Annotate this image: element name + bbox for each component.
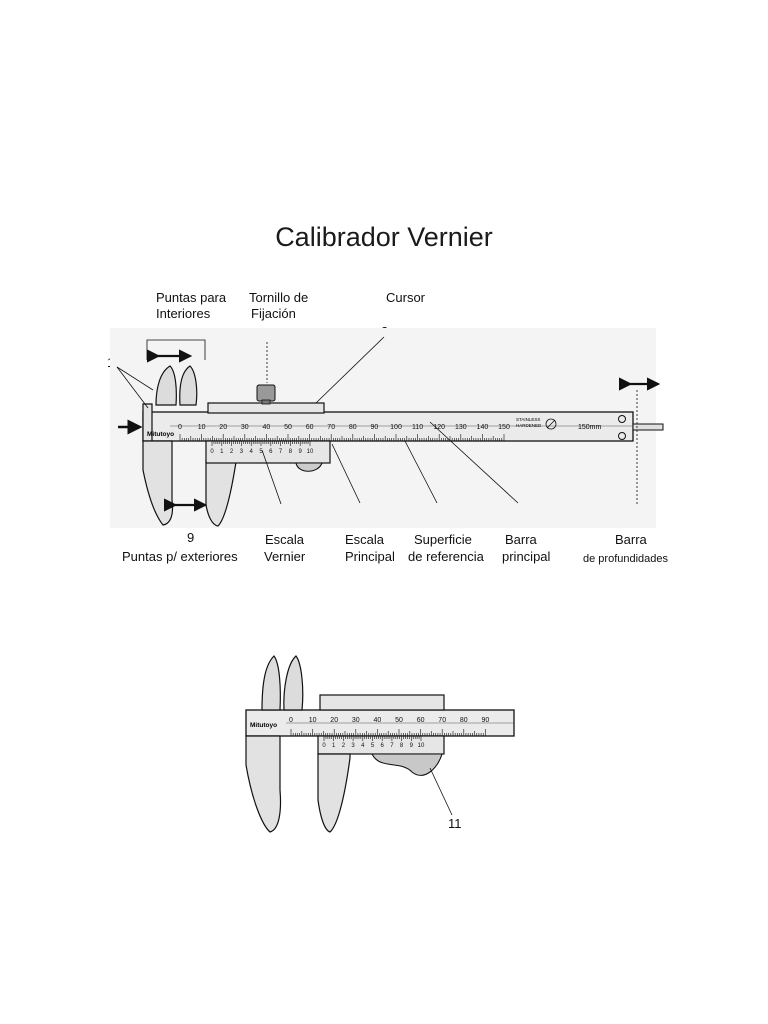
label-main-bar-line1: Barra xyxy=(505,532,537,547)
detail-outside-jaw-fixed xyxy=(245,735,282,833)
scale-number: 100 xyxy=(390,424,402,431)
label-inner-points-line2: Interiores xyxy=(156,306,211,321)
scale-number: 6 xyxy=(269,449,273,455)
steel-mark-line1: STAINLESS xyxy=(516,417,540,422)
scale-number: 60 xyxy=(417,717,425,724)
scale-number: 30 xyxy=(352,717,360,724)
brand-logo: Mitutoyo xyxy=(147,431,174,438)
screw-icon xyxy=(618,415,626,423)
scale-number: 7 xyxy=(390,743,394,749)
scale-number: 5 xyxy=(371,743,375,749)
scale-number: 20 xyxy=(219,424,227,431)
scale-number: 5 xyxy=(259,449,263,455)
inside-jaw-moving xyxy=(179,365,198,406)
scale-number: 0 xyxy=(289,717,293,724)
scale-number: 0 xyxy=(178,424,182,431)
scale-number: 130 xyxy=(455,424,467,431)
callout-9: 9 xyxy=(187,530,195,545)
scale-number: 4 xyxy=(250,449,254,455)
scale-number: 2 xyxy=(230,449,234,455)
lock-screw-icon xyxy=(256,384,276,402)
vernier-scale-ticks xyxy=(211,441,311,446)
detail-outside-jaw-moving xyxy=(317,753,351,833)
scale-number: 4 xyxy=(361,743,365,749)
label-lock-screw-line2: Fijación xyxy=(251,306,296,321)
scale-number: 0 xyxy=(322,743,326,749)
scale-number: 60 xyxy=(306,424,314,431)
scale-number: 80 xyxy=(460,717,468,724)
scale-number: 3 xyxy=(240,449,244,455)
outside-jaw-moving xyxy=(205,459,237,527)
label-outer-points: Puntas p/ exteriores xyxy=(122,549,238,564)
main-scale-ticks xyxy=(179,434,505,441)
scale-number: 9 xyxy=(299,449,303,455)
scale-number: 10 xyxy=(198,424,206,431)
detail-inside-jaw-fixed xyxy=(261,655,281,711)
scale-number: 3 xyxy=(351,743,355,749)
scale-number: 8 xyxy=(400,743,404,749)
scale-number: 1 xyxy=(220,449,224,455)
screw-icon xyxy=(618,432,626,440)
thumb-roller xyxy=(295,462,323,472)
scale-number: 10 xyxy=(309,717,317,724)
scale-number: 150 xyxy=(498,424,510,431)
label-vernier-line1: Escala xyxy=(265,532,305,547)
gauge-mark-icon xyxy=(545,418,557,430)
scale-number: 2 xyxy=(342,743,346,749)
callout-11: 11 xyxy=(448,816,462,831)
scale-number: 110 xyxy=(412,424,423,431)
scale-number: 120 xyxy=(433,424,445,431)
label-inner-points-line1: Puntas para xyxy=(156,290,227,305)
scale-number: 90 xyxy=(482,717,490,724)
label-depth-bar-line1: Barra xyxy=(615,532,647,547)
slider-bottom xyxy=(205,440,331,464)
main-beam xyxy=(142,411,634,442)
scale-number: 8 xyxy=(289,449,293,455)
scale-number: 1 xyxy=(332,743,336,749)
scale-number: 9 xyxy=(410,743,414,749)
label-slider: Cursor xyxy=(386,290,426,305)
label-vernier-line2: Vernier xyxy=(264,549,306,564)
scale-number: 10 xyxy=(418,743,425,749)
leader-lines xyxy=(116,336,519,505)
scale-number: 140 xyxy=(477,424,489,431)
main-scale-numbers: 0 10 20 30 40 50 60 70 80 90 100 110 120 130 140 150 xyxy=(178,424,510,431)
scale-number: 70 xyxy=(327,424,335,431)
scale-number: 80 xyxy=(349,424,357,431)
detail-thumb-roller xyxy=(371,753,443,776)
inside-jaw-fixed xyxy=(155,365,177,406)
scale-number: 10 xyxy=(307,449,314,455)
scale-number: 50 xyxy=(395,717,403,724)
slider-top xyxy=(207,402,325,414)
scale-number: 50 xyxy=(284,424,292,431)
bracket-1 xyxy=(146,339,206,360)
scale-number: 90 xyxy=(371,424,379,431)
label-ref-surface-line2: de referencia xyxy=(408,549,484,564)
label-lock-screw-line1: Tornillo de xyxy=(249,290,309,305)
steel-mark-line2: HARDENED xyxy=(516,423,542,428)
scale-number: 0 xyxy=(210,449,214,455)
label-ref-surface-line1: Superficie xyxy=(414,532,472,547)
capacity-mark: 150mm xyxy=(578,424,602,431)
scale-number: 40 xyxy=(374,717,382,724)
scale-number: 7 xyxy=(279,449,283,455)
label-main-scale-line1: Escala xyxy=(345,532,385,547)
leader-11 xyxy=(429,767,453,816)
detail-slider-top xyxy=(319,694,445,711)
label-main-scale-line2: Principal xyxy=(345,549,395,564)
page-title: Calibrador Vernier xyxy=(275,222,493,252)
label-depth-bar-line2: de profundidades xyxy=(583,553,669,565)
scale-number: 30 xyxy=(241,424,249,431)
scale-number: 20 xyxy=(330,717,338,724)
depth-rod xyxy=(632,423,664,431)
scale-number: 70 xyxy=(438,717,446,724)
scale-number: 6 xyxy=(381,743,385,749)
scale-number: 40 xyxy=(263,424,271,431)
detail-inside-jaw-moving xyxy=(283,655,304,711)
detail-brand-logo: Mitutoyo xyxy=(250,722,277,729)
label-main-bar-line2: principal xyxy=(502,549,551,564)
